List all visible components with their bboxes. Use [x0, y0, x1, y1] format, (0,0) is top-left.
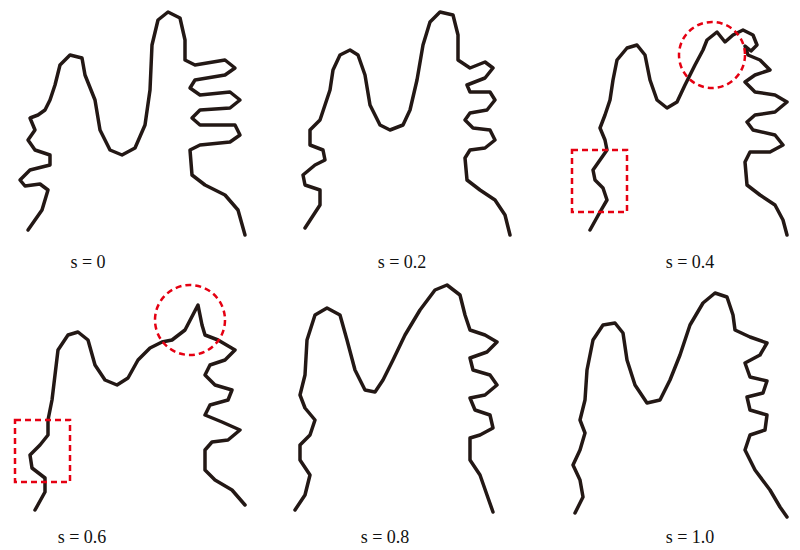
shape-curve — [30, 305, 245, 510]
parameter-caption: s = 0 — [70, 252, 105, 274]
curve-panel — [15, 285, 245, 510]
parameter-caption: s = 0.8 — [361, 527, 410, 549]
shape-curve — [573, 293, 787, 517]
parameter-caption: s = 0.4 — [666, 252, 715, 274]
curve-panel — [295, 285, 497, 512]
highlight-square — [572, 150, 627, 212]
shape-curve — [303, 12, 510, 235]
curve-panel — [572, 22, 787, 235]
curve-panel — [303, 12, 510, 235]
highlight-circle — [679, 22, 745, 88]
highlight-circle — [155, 285, 225, 355]
curve-panel — [573, 293, 787, 517]
shape-curve — [590, 30, 787, 235]
shape-curve — [295, 285, 497, 512]
curve-panel — [20, 12, 245, 235]
parameter-caption: s = 0.6 — [58, 527, 107, 549]
parameter-caption: s = 1.0 — [666, 527, 715, 549]
highlight-square — [15, 420, 70, 482]
parameter-caption: s = 0.2 — [378, 252, 427, 274]
shape-curve — [20, 12, 245, 235]
